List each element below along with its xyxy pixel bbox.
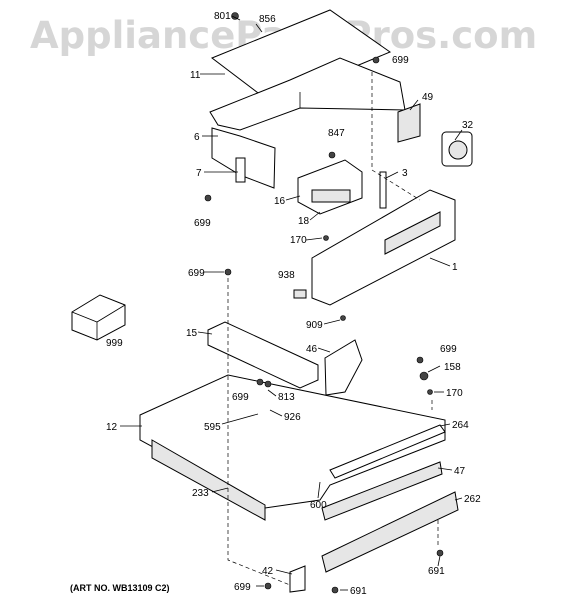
screw-847 (328, 151, 336, 159)
callout-158: 158 (444, 362, 461, 373)
part-fan-hub (448, 140, 468, 160)
callout-42: 42 (262, 566, 274, 577)
callout-691: 691 (350, 586, 367, 597)
art-number: (ART NO. WB13109 C2) (70, 583, 170, 593)
part-box-999 (71, 294, 126, 341)
callout-813: 813 (278, 392, 295, 403)
callout-32: 32 (462, 120, 474, 131)
callout-801: 801 (214, 11, 231, 22)
callout-18: 18 (298, 216, 310, 227)
callout-595: 595 (204, 422, 221, 433)
callout-233: 233 (192, 488, 209, 499)
callout-170: 170 (446, 388, 463, 399)
callout-938: 938 (278, 270, 295, 281)
screw-170-right (427, 389, 433, 395)
callout-15: 15 (186, 328, 198, 339)
callout-46: 46 (306, 344, 318, 355)
callout-11: 11 (190, 70, 201, 81)
screw-699-low (256, 378, 264, 386)
callout-49: 49 (422, 92, 434, 103)
screw-699-left (204, 194, 212, 202)
callout-7: 7 (196, 168, 202, 179)
part-control-display (311, 189, 351, 203)
callout-691: 691 (428, 566, 445, 577)
callout-12: 12 (106, 422, 118, 433)
part-bracket-42 (289, 565, 306, 593)
callout-6: 6 (194, 132, 200, 143)
callout-699: 699 (232, 392, 249, 403)
part-duct-46 (324, 339, 363, 396)
callout-1: 1 (452, 262, 458, 273)
screw-801 (231, 12, 239, 20)
part-insulation-233 (151, 439, 266, 521)
screw-691 (436, 549, 444, 557)
part-bracket-7 (235, 157, 246, 183)
callout-262: 262 (464, 494, 481, 505)
part-clip-938 (293, 289, 307, 299)
part-vent-47 (321, 461, 443, 521)
part-rail-264 (329, 424, 446, 479)
screw-699-top (372, 56, 380, 64)
callout-699: 699 (392, 55, 409, 66)
callout-699: 699 (440, 344, 457, 355)
callout-170: 170 (290, 235, 307, 246)
callout-699: 699 (194, 218, 211, 229)
callout-999: 999 (106, 338, 123, 349)
callout-16: 16 (274, 196, 286, 207)
callout-600: 600 (310, 500, 327, 511)
part-vent-262 (321, 491, 459, 573)
screw-170 (323, 235, 329, 241)
part-bracket-3 (379, 171, 387, 209)
switch-158 (419, 371, 429, 381)
callout-264: 264 (452, 420, 469, 431)
callout-3: 3 (402, 168, 408, 179)
screw-699-right (416, 356, 424, 364)
screw-699-bottom (264, 582, 272, 590)
screw-691-bottom (331, 586, 339, 594)
callout-926: 926 (284, 412, 301, 423)
callout-856: 856 (259, 14, 276, 25)
screw-699-mid (224, 268, 232, 276)
part-shield-15 (207, 321, 319, 389)
part-control-panel (311, 189, 456, 306)
callout-909: 909 (306, 320, 323, 331)
screw-909 (340, 315, 346, 321)
callout-699: 699 (188, 268, 205, 279)
screw-813 (264, 380, 272, 388)
part-top-cover (210, 9, 392, 103)
part-control-board (297, 159, 363, 215)
callout-847: 847 (328, 128, 345, 139)
callout-699: 699 (234, 582, 251, 593)
callout-47: 47 (454, 466, 466, 477)
